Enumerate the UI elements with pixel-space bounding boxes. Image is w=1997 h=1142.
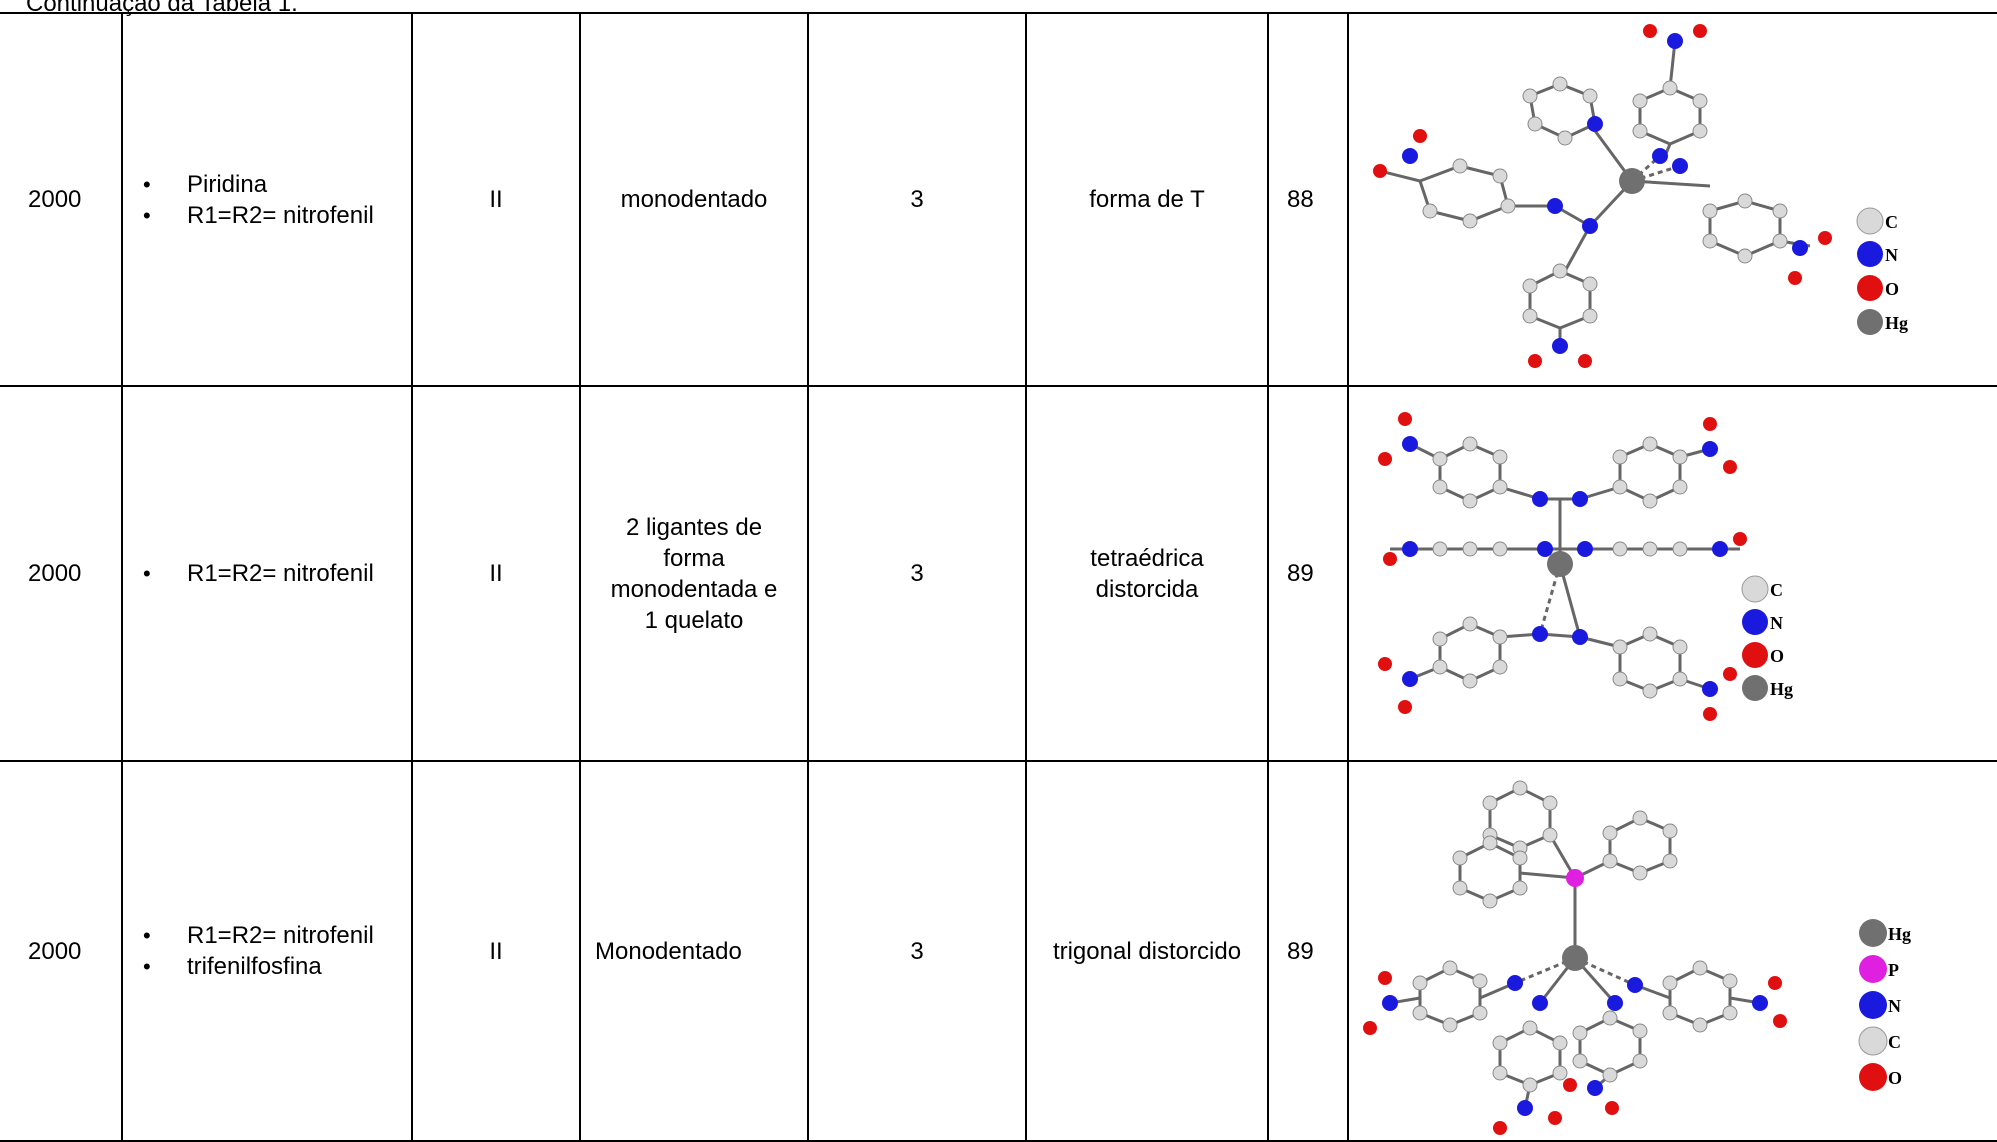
year-cell: 2000 — [0, 12, 123, 387]
number-cell: 3 — [807, 760, 1027, 1142]
substituents-cell: •R1=R2= nitrofenil — [121, 385, 413, 762]
legend: C N O Hg — [1856, 207, 1908, 335]
legend-label-c: C — [1888, 1032, 1901, 1052]
number-cell: 3 — [807, 385, 1027, 762]
list-item: •Piridina — [143, 170, 268, 198]
year-cell: 2000 — [0, 760, 123, 1142]
geometry-cell: tetraédrica distorcida — [1025, 385, 1269, 762]
molecular-structure-2: C N O Hg — [1378, 411, 1793, 721]
legend-label-c: C — [1770, 580, 1783, 600]
table-row: 2000 •Piridina •R1=R2= nitrofenil II mon… — [0, 12, 1997, 387]
legend-label-c: C — [1885, 212, 1898, 232]
structure-cell: C N O Hg — [1347, 12, 1997, 387]
legend-label-p: P — [1888, 960, 1899, 980]
reference-cell: 88 — [1267, 12, 1349, 387]
structure-cell: C N O Hg — [1347, 385, 1997, 762]
coordination-cell: Monodentado — [579, 760, 809, 1142]
molecular-structure-3: Hg P N C O — [1363, 780, 1911, 1135]
oxidation-cell: II — [411, 385, 581, 762]
legend-label-hg: Hg — [1885, 313, 1908, 333]
legend-label-hg: Hg — [1888, 924, 1911, 944]
table-row: 2000 •R1=R2= nitrofenil •trifenilfosfina… — [0, 760, 1997, 1142]
data-table: 2000 •Piridina •R1=R2= nitrofenil II mon… — [0, 12, 1997, 1142]
legend-label-o: O — [1770, 646, 1784, 666]
substituents-cell: •Piridina •R1=R2= nitrofenil — [121, 12, 413, 387]
year-cell: 2000 — [0, 385, 123, 762]
number-cell: 3 — [807, 12, 1027, 387]
coordination-cell: 2 ligantes de forma monodentada e 1 quel… — [579, 385, 809, 762]
oxidation-cell: II — [411, 760, 581, 1142]
structure-cell: Hg P N C O — [1347, 760, 1997, 1142]
molecular-structure-1: C N O Hg — [1373, 23, 1908, 368]
list-item: •R1=R2= nitrofenil — [143, 922, 374, 949]
geometry-cell: trigonal distorcido — [1025, 760, 1269, 1142]
geometry-cell: forma de T — [1025, 12, 1269, 387]
substituents-cell: •R1=R2= nitrofenil •trifenilfosfina — [121, 760, 413, 1142]
legend-label-n: N — [1888, 996, 1901, 1016]
reference-cell: 89 — [1267, 385, 1349, 762]
table-row: 2000 •R1=R2= nitrofenil II 2 ligantes de… — [0, 385, 1997, 762]
oxidation-cell: II — [411, 12, 581, 387]
list-item: •R1=R2= nitrofenil — [143, 560, 374, 587]
legend-label-o: O — [1888, 1068, 1902, 1088]
coordination-cell: monodentado — [579, 12, 809, 387]
list-item: •R1=R2= nitrofenil — [143, 201, 374, 229]
legend: Hg P N C O — [1858, 919, 1911, 1091]
legend-label-n: N — [1885, 245, 1898, 265]
legend-label-hg: Hg — [1770, 679, 1793, 699]
list-item: •trifenilfosfina — [143, 953, 322, 980]
reference-cell: 89 — [1267, 760, 1349, 1142]
legend: C N O Hg — [1741, 575, 1793, 701]
legend-label-n: N — [1770, 613, 1783, 633]
legend-label-o: O — [1885, 279, 1899, 299]
